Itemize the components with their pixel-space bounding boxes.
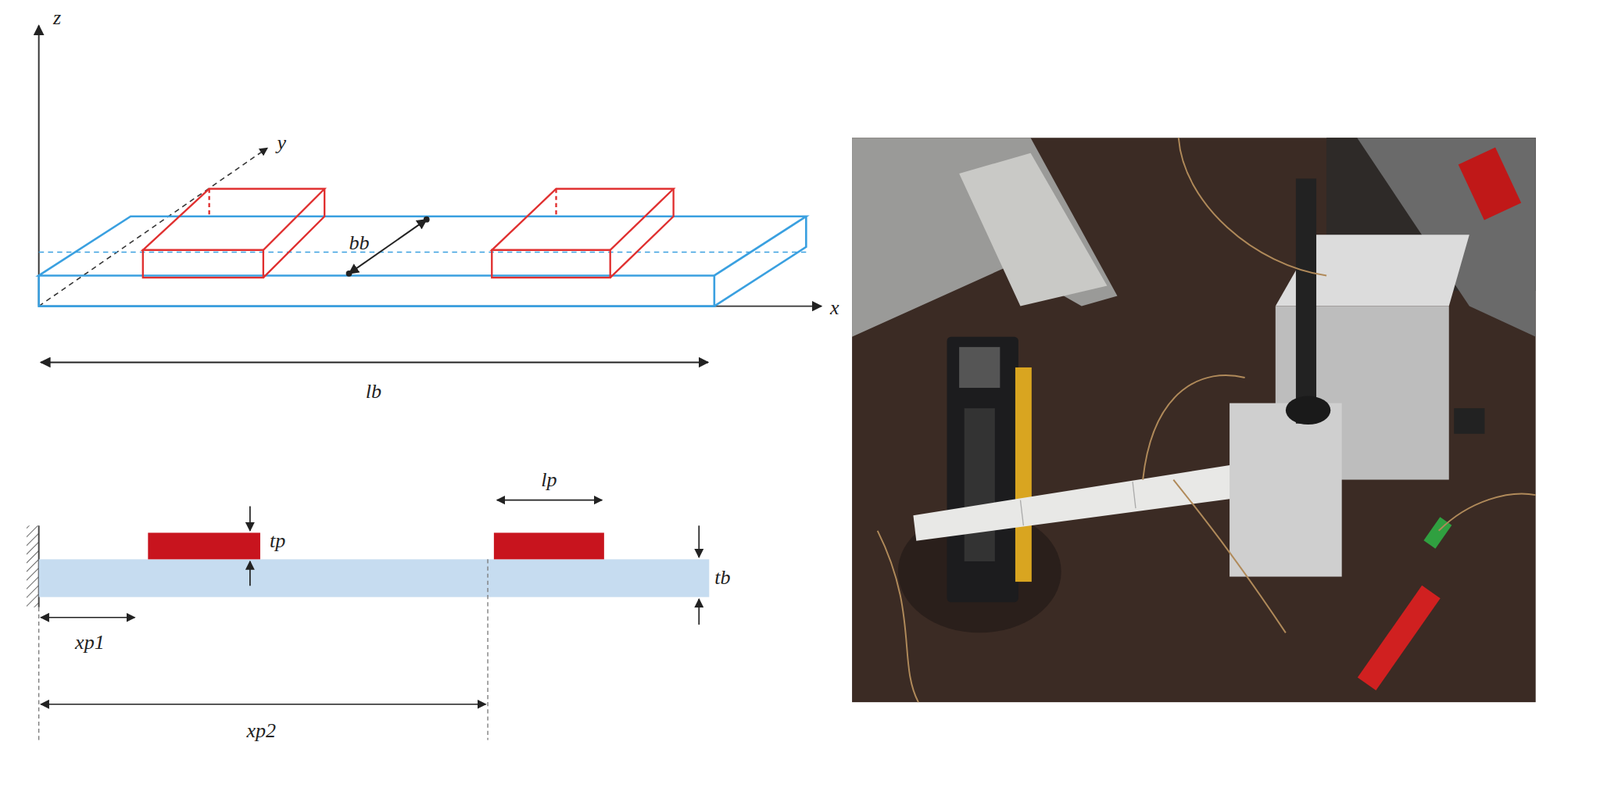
- dimension-label: lb: [364, 380, 383, 403]
- dimension-label: x: [828, 297, 842, 319]
- dimension-label: tb: [712, 566, 732, 589]
- dimension-label: lp: [539, 468, 559, 491]
- dimension-label: bb: [347, 232, 372, 255]
- dimension-label: tp: [268, 529, 287, 552]
- dimension-label: xp1: [73, 631, 107, 654]
- dimension-label: y: [275, 132, 289, 154]
- dimension-label: z: [51, 7, 63, 29]
- dimension-label: xp2: [244, 719, 278, 742]
- experiment-photo: [851, 137, 1536, 702]
